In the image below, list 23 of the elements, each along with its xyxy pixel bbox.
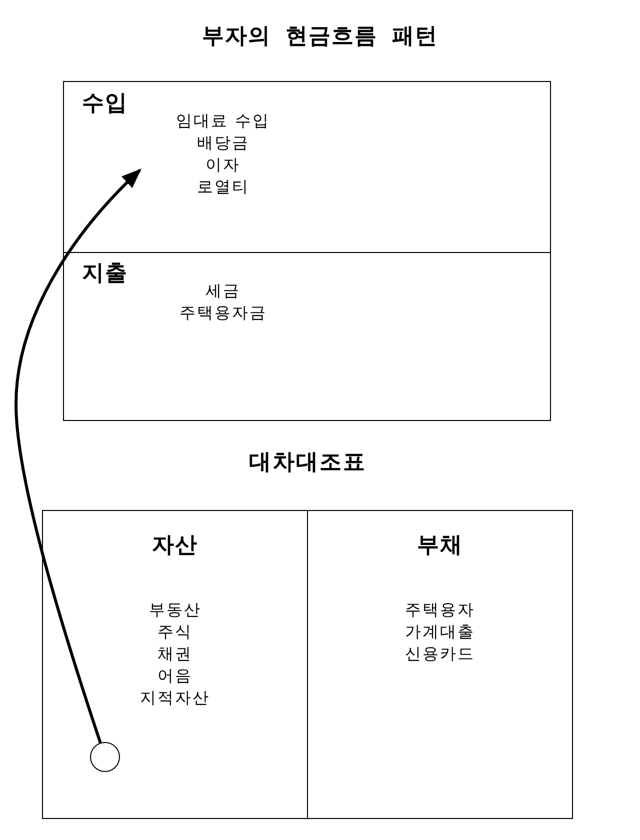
list-item: 주택용자금 bbox=[179, 302, 267, 324]
curved-arrow bbox=[14, 168, 142, 744]
list-item: 세금 bbox=[206, 280, 240, 302]
list-item: 가계대출 bbox=[405, 621, 475, 643]
section-heading: 수입 bbox=[82, 91, 128, 117]
table-heading: 대차대조표 bbox=[248, 449, 366, 477]
list-item: 로열티 bbox=[196, 176, 250, 198]
list-item: 부동산 bbox=[148, 599, 202, 621]
diagram-title: 부자의 현금흐름 패턴 bbox=[202, 23, 438, 51]
list-item: 주식 bbox=[158, 621, 192, 643]
list-item: 임대료 수입 bbox=[176, 110, 270, 132]
list-item: 신용카드 bbox=[405, 643, 475, 665]
list-item: 채권 bbox=[158, 643, 192, 665]
list-item: 배당금 bbox=[196, 132, 250, 154]
section-heading: 자산 bbox=[152, 533, 198, 559]
section-heading: 지출 bbox=[82, 261, 128, 287]
list-item: 지적자산 bbox=[140, 687, 210, 709]
list-item: 이자 bbox=[206, 154, 240, 176]
list-item: 어음 bbox=[158, 665, 192, 687]
section-heading: 부채 bbox=[417, 533, 463, 559]
table-frame bbox=[63, 81, 551, 421]
list-item: 주택용자 bbox=[405, 599, 475, 621]
start-circle bbox=[90, 742, 120, 772]
